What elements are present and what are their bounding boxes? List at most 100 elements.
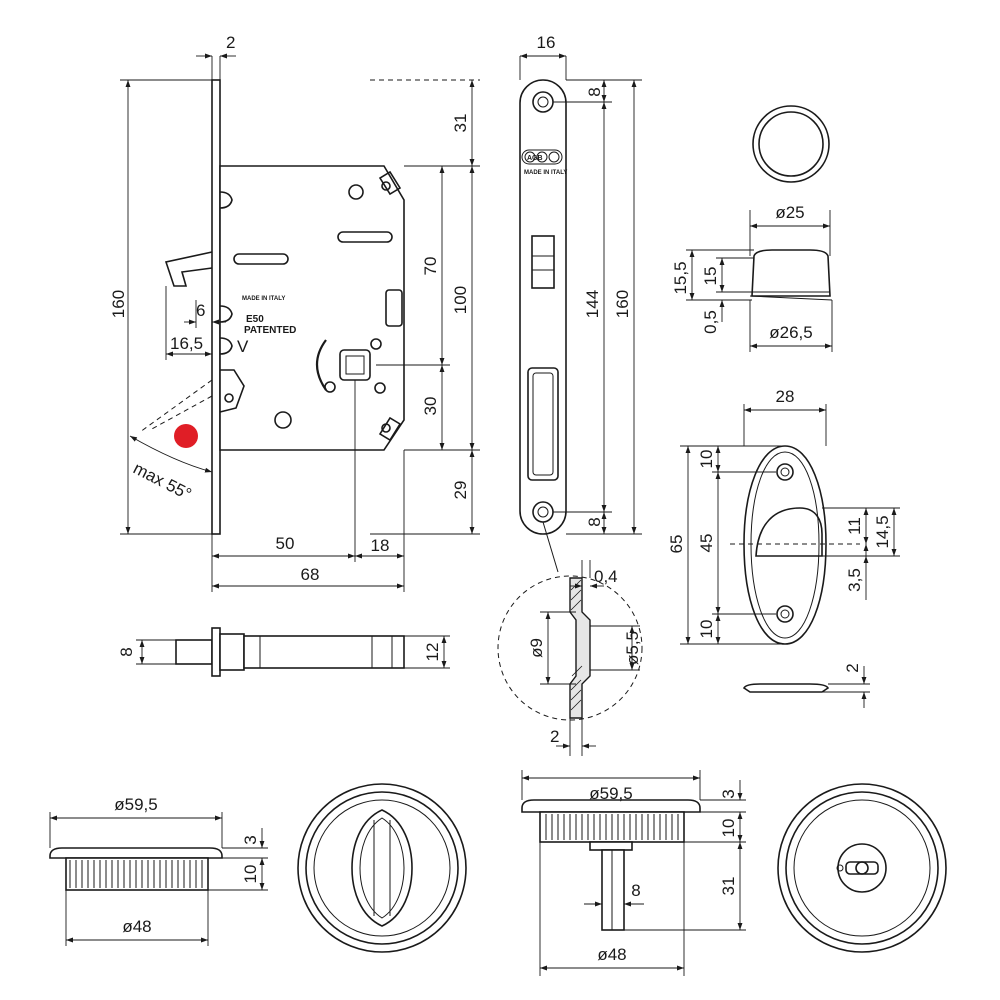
handle-body	[65, 857, 209, 891]
side-plate	[211, 627, 221, 677]
dim-width-68: 68	[301, 565, 320, 584]
cup-side	[751, 249, 831, 297]
bolt-opening	[527, 367, 559, 481]
dim-cup-d26-5: ø26,5	[769, 323, 812, 342]
upper-slot	[337, 231, 393, 243]
knob-turn-bar	[845, 861, 879, 875]
handle-front-outer	[297, 783, 467, 953]
bump-low	[219, 337, 233, 355]
escutcheon-top-hole	[776, 463, 794, 481]
small-hole-2	[370, 338, 382, 350]
escutcheon-side	[742, 683, 830, 693]
faceplate-made-in: MADE IN ITALY	[524, 170, 567, 176]
dim-body-12: 12	[423, 643, 442, 662]
dim-top-hole-8: 8	[585, 87, 604, 96]
knob-front-ring	[785, 791, 939, 945]
knob-spindle	[601, 849, 625, 931]
dim-knob-d59-5: ø59,5	[589, 784, 632, 803]
dim-thickness-2: 2	[550, 727, 559, 746]
dim-plate-thickness: 2	[226, 33, 235, 52]
made-in-italy-label: MADE IN ITALY	[242, 296, 285, 302]
dim-oval-thickness: 2	[843, 663, 862, 672]
knob-front-outer	[777, 783, 947, 953]
handle-front-ring	[305, 791, 459, 945]
dim-d9: ø9	[527, 638, 546, 658]
square-follower	[339, 349, 371, 381]
dim-backset: 50	[276, 534, 295, 553]
pivot-latch	[219, 369, 245, 413]
section-profile	[569, 577, 591, 719]
escutcheon-opening	[755, 507, 823, 557]
bump-mid	[219, 305, 233, 323]
bolt-tip	[175, 639, 213, 665]
dim-cup-15-5: 15,5	[671, 261, 690, 294]
dim-faceplate-width: 16	[537, 33, 556, 52]
brand-logo: AGB	[521, 149, 563, 165]
knob-turn-center	[855, 861, 869, 875]
side-body	[243, 635, 405, 669]
model-label: E50	[246, 314, 264, 325]
knob-front-inner	[793, 799, 931, 937]
dim-handle-10: 10	[241, 865, 260, 884]
section-detail: 0,4 ø9 ø5,5 2	[497, 560, 643, 756]
pivot-pin	[224, 393, 234, 403]
dim-oval-14-5: 14,5	[873, 515, 892, 548]
hook-latch	[164, 251, 213, 287]
dim-top-offset: 31	[451, 114, 470, 133]
bottom-hole	[274, 411, 292, 429]
dim-handle-d59-5: ø59,5	[114, 795, 157, 814]
handle-rim	[49, 847, 223, 859]
lock-faceplate-strip	[211, 79, 221, 535]
lock-case	[219, 165, 405, 451]
pull-handle-front	[297, 783, 467, 953]
dim-hook-16-5: 16,5	[170, 334, 203, 353]
dim-upper-gap: 70	[421, 257, 440, 276]
handle-grip-oval	[351, 809, 413, 927]
dim-oval-bottom-10: 10	[697, 620, 716, 639]
dim-oval-45: 45	[697, 534, 716, 553]
dim-bottom-offset: 29	[451, 481, 470, 500]
escutcheon-bottom-hole	[776, 605, 794, 623]
dim-lower-gap: 30	[421, 397, 440, 416]
handle-front-inner	[313, 799, 451, 937]
dim-hole-spacing: 144	[583, 290, 602, 318]
dim-faceplate-length: 160	[613, 290, 632, 318]
small-hole-3	[374, 382, 386, 394]
small-hole	[324, 381, 336, 393]
turn-knob-front	[777, 783, 947, 953]
bump-top	[219, 191, 233, 209]
corner-rivet-bottom	[378, 416, 402, 442]
detail-leader	[542, 521, 559, 573]
strike-cup: ø25 15,5 15 0,5 ø26,5	[671, 105, 833, 352]
knob-rim	[521, 799, 701, 813]
dim-height-100: 100	[451, 286, 470, 314]
dim-oval-11: 11	[845, 517, 864, 535]
pull-handle-side: ø59,5 3 10 ø48	[49, 795, 268, 946]
latch-opening	[531, 235, 555, 289]
swing-line-2	[149, 395, 213, 431]
angle-arc	[129, 435, 213, 473]
screw-hole	[348, 184, 364, 200]
dim-cup-15: 15	[701, 267, 720, 286]
red-marker-dot	[174, 424, 198, 448]
turn-knob-side: ø59,5 3 10 31 8 ø48	[521, 770, 746, 976]
faceplate-view: AGB MADE IN ITALY 16 8 144 8 160	[519, 33, 642, 573]
dim-d5-5: ø5,5	[623, 631, 642, 665]
dim-oval-width: 28	[776, 387, 795, 406]
cup-top-inner	[758, 111, 824, 177]
dim-total-height: 160	[109, 290, 128, 318]
v-symbol: V	[237, 337, 249, 356]
knob-collar	[589, 841, 633, 851]
swing-line	[139, 379, 213, 433]
dim-knob-10: 10	[719, 819, 738, 838]
dim-cup-d25: ø25	[775, 203, 804, 222]
dim-knob-3: 3	[719, 789, 738, 798]
follower-arc	[315, 339, 327, 391]
dim-handle-d48: ø48	[122, 917, 151, 936]
dim-oval-top-10: 10	[697, 450, 716, 469]
lock-body-view: MADE IN ITALY E50 PATENTED V max 55° 2 1…	[109, 33, 480, 592]
dim-knob-d48: ø48	[597, 945, 626, 964]
dim-bottom-hole-8: 8	[585, 517, 604, 526]
patent-label: PATENTED	[244, 325, 296, 336]
dim-oval-3-5: 3,5	[845, 568, 864, 592]
